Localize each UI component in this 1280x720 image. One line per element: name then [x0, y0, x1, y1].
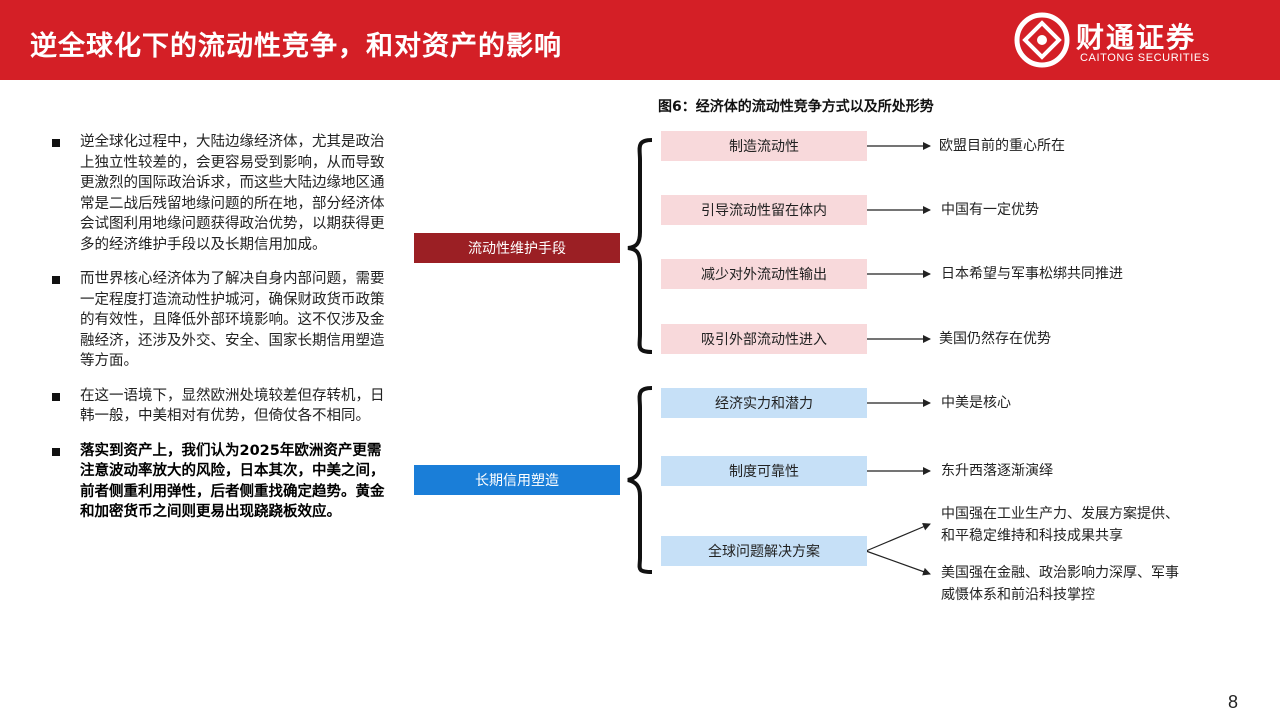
category-label: 流动性维护手段 [468, 241, 566, 257]
item-box: 制度可靠性 [661, 456, 867, 486]
company-logo: 财通证券 CAITONG SECURITIES [1014, 12, 1254, 68]
item-label: 吸引外部流动性进入 [701, 332, 827, 348]
item-box: 引导流动性留在体内 [661, 195, 867, 225]
item-label: 制造流动性 [729, 139, 799, 155]
category-label: 长期信用塑造 [475, 473, 559, 489]
logo-text-en: CAITONG SECURITIES [1080, 52, 1210, 64]
item-label: 制度可靠性 [729, 464, 799, 480]
item-box: 经济实力和潜力 [661, 388, 867, 418]
brace-group-2 [627, 386, 653, 574]
brace-group-1 [627, 138, 653, 354]
result-text: 日本希望与军事松绑共同推进 [941, 266, 1123, 282]
item-box: 吸引外部流动性进入 [661, 324, 867, 354]
item-box: 减少对外流动性输出 [661, 259, 867, 289]
category-box-credit: 长期信用塑造 [414, 465, 620, 495]
result-text: 中国强在工业生产力、发展方案提供、和平稳定维持和科技成果共享 [941, 506, 1179, 544]
result-text: 美国强在金融、政治影响力深厚、军事威慑体系和前沿科技掌控 [941, 565, 1179, 603]
result-text: 美国仍然存在优势 [939, 331, 1051, 347]
bullet-item: 而世界核心经济体为了解决自身内部问题，需要一定程度打造流动性护城河，确保财政货币… [48, 269, 393, 372]
arrow-7a [865, 523, 931, 552]
bullet-square-icon [52, 392, 60, 401]
category-box-liquidity: 流动性维护手段 [414, 233, 620, 263]
bullet-square-icon [52, 276, 60, 284]
page-number: 8 [1227, 692, 1238, 712]
figure-title: 图6：经济体的流动性竞争方式以及所处形势 [658, 99, 934, 115]
page-title: 逆全球化下的流动性竞争，和对资产的影响 [30, 31, 562, 62]
bullet-square-icon [52, 447, 60, 456]
result-text: 东升西落逐渐演绎 [941, 463, 1053, 479]
bullet-item: 在这一语境下，显然欧洲处境较差但存转机，日韩一般，中美相对有优势，但倚仗各不相同… [48, 386, 393, 427]
logo-text-cn: 财通证券 [1076, 21, 1197, 54]
bullet-text: 而世界核心经济体为了解决自身内部问题，需要一定程度打造流动性护城河，确保财政货币… [80, 271, 385, 369]
bullet-text: 落实到资产上，我们认为2025年欧洲资产更需注意波动率放大的风险，日本其次，中美… [80, 442, 385, 521]
arrow-7b [865, 550, 931, 576]
item-label: 经济实力和潜力 [715, 396, 813, 412]
bullet-text: 在这一语境下，显然欧洲处境较差但存转机，日韩一般，中美相对有优势，但倚仗各不相同… [80, 387, 385, 425]
item-label: 减少对外流动性输出 [701, 267, 827, 283]
item-label: 引导流动性留在体内 [701, 203, 827, 219]
item-label: 全球问题解决方案 [708, 544, 820, 560]
result-text: 欧盟目前的重心所在 [939, 138, 1065, 154]
bullet-square-icon [52, 139, 60, 147]
result-text: 中美是核心 [941, 395, 1011, 411]
bullet-item: 逆全球化过程中，大陆边缘经济体，尤其是政治上独立性较差的，会更容易受到影响，从而… [48, 132, 393, 255]
result-text: 中国有一定优势 [941, 202, 1039, 218]
bullet-list: 逆全球化过程中，大陆边缘经济体，尤其是政治上独立性较差的，会更容易受到影响，从而… [48, 132, 393, 537]
header-bar: 逆全球化下的流动性竞争，和对资产的影响 财通证券 CAITONG SECURIT… [0, 0, 1280, 80]
bullet-item-conclusion: 落实到资产上，我们认为2025年欧洲资产更需注意波动率放大的风险，日本其次，中美… [48, 441, 393, 523]
item-box: 制造流动性 [661, 131, 867, 161]
bullet-text: 逆全球化过程中，大陆边缘经济体，尤其是政治上独立性较差的，会更容易受到影响，从而… [80, 134, 385, 253]
logo-emblem-icon [1014, 12, 1070, 68]
item-box: 全球问题解决方案 [661, 536, 867, 566]
